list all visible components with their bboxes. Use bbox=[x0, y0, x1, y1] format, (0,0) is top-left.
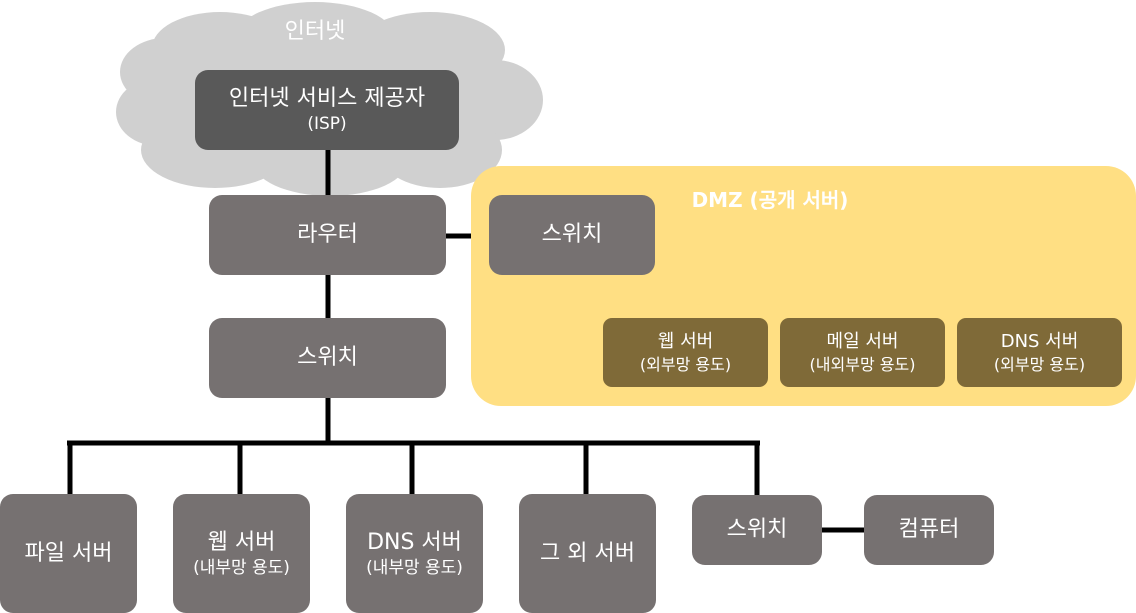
main-switch-label: 스위치 bbox=[297, 345, 358, 370]
isp-node: 인터넷 서비스 제공자 (ISP) bbox=[195, 70, 459, 150]
dmz-mail-server-node: 메일 서버 (내외부망 용도) bbox=[780, 318, 945, 387]
dmz-mail-server-label: 메일 서버 bbox=[826, 330, 899, 352]
internal-web-server-label: 웹 서버 bbox=[207, 529, 276, 555]
internal-web-server-node: 웹 서버 (내부망 용도) bbox=[173, 494, 310, 613]
internal-dns-server-purpose: (내부망 용도) bbox=[366, 557, 463, 578]
file-server-label: 파일 서버 bbox=[24, 540, 113, 566]
isp-label: 인터넷 서비스 제공자 bbox=[228, 86, 426, 111]
internal-sub-switch-label: 스위치 bbox=[726, 517, 788, 542]
main-switch-node: 스위치 bbox=[209, 318, 446, 398]
internal-web-server-purpose: (내부망 용도) bbox=[193, 557, 290, 578]
internal-dns-server-label: DNS 서버 bbox=[367, 529, 462, 555]
dmz-dns-server-node: DNS 서버 (외부망 용도) bbox=[957, 318, 1122, 387]
computer-label: 컴퓨터 bbox=[898, 517, 960, 542]
file-server-node: 파일 서버 bbox=[0, 494, 137, 613]
dmz-web-server-node: 웹 서버 (외부망 용도) bbox=[603, 318, 768, 387]
dmz-dns-server-purpose: (외부망 용도) bbox=[993, 354, 1086, 374]
dmz-switch-node: 스위치 bbox=[489, 195, 655, 275]
dmz-web-server-purpose: (외부망 용도) bbox=[639, 354, 732, 374]
dmz-mail-server-purpose: (내외부망 용도) bbox=[809, 354, 916, 374]
dmz-dns-server-label: DNS 서버 bbox=[1000, 330, 1079, 352]
router-label: 라우터 bbox=[297, 222, 358, 247]
internet-label: 인터넷 bbox=[284, 19, 346, 44]
dmz-web-server-label: 웹 서버 bbox=[657, 330, 714, 352]
router-node: 라우터 bbox=[209, 195, 446, 275]
other-servers-node: 그 외 서버 bbox=[519, 494, 656, 613]
dmz-switch-label: 스위치 bbox=[541, 222, 603, 247]
computer-node: 컴퓨터 bbox=[864, 495, 994, 565]
dmz-title: DMZ (공개 서버) bbox=[691, 188, 849, 212]
internal-dns-server-node: DNS 서버 (내부망 용도) bbox=[346, 494, 483, 613]
internal-sub-switch-node: 스위치 bbox=[692, 495, 822, 565]
isp-abbr: (ISP) bbox=[307, 114, 347, 134]
other-servers-label: 그 외 서버 bbox=[540, 540, 635, 566]
